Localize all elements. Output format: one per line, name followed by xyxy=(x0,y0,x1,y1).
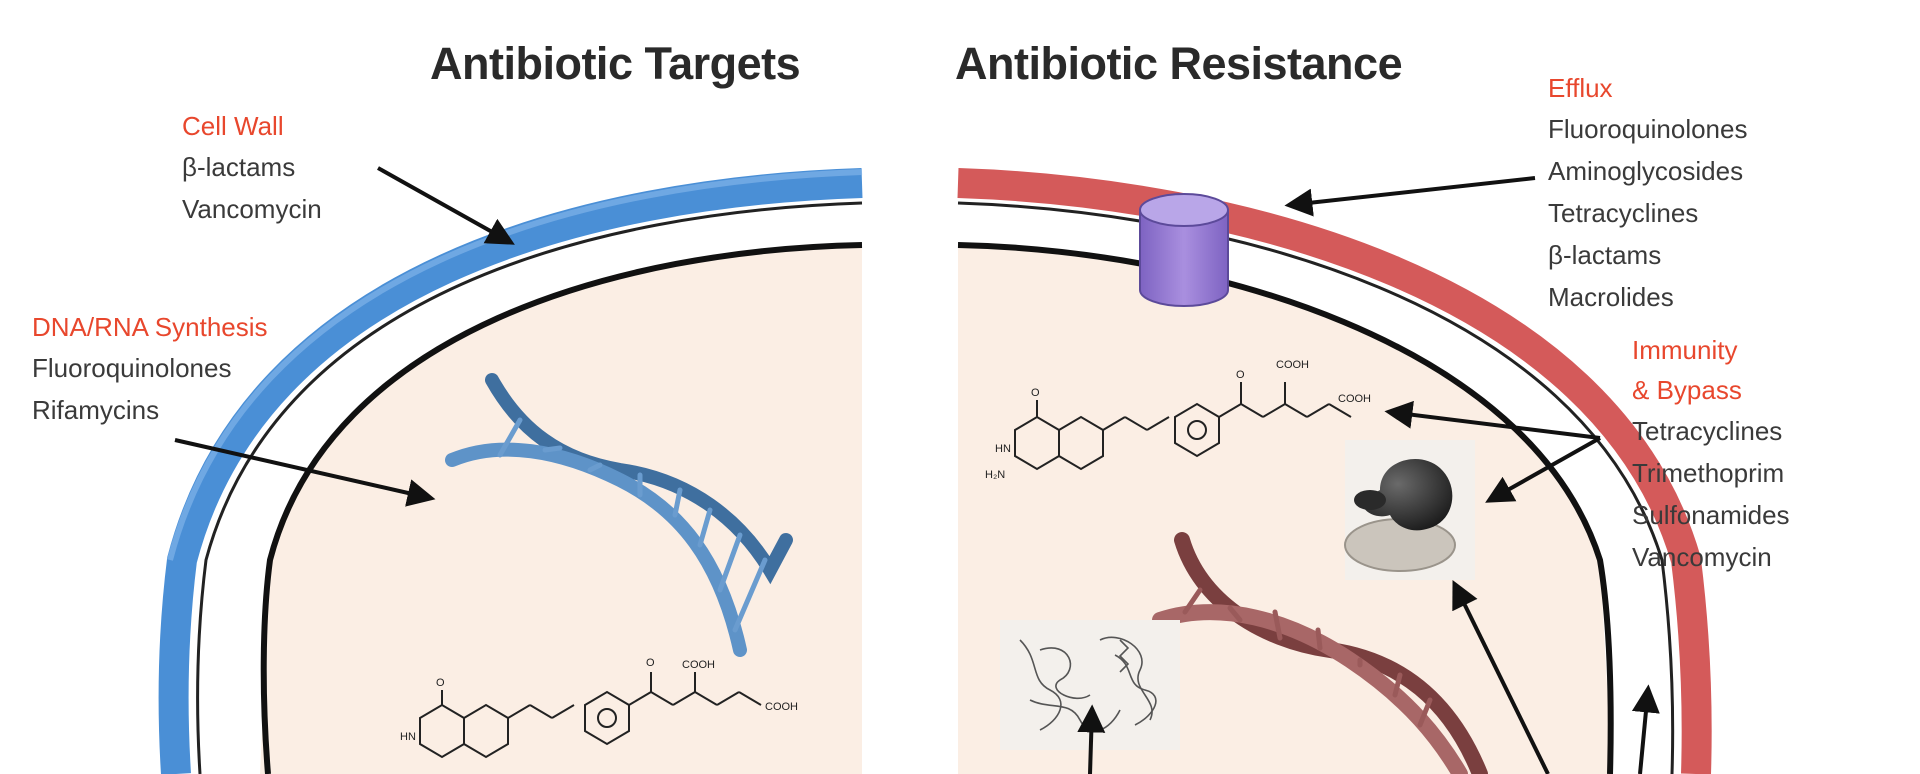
dna-rna-group: DNA/RNA Synthesis Fluoroquinolones Rifam… xyxy=(32,307,268,431)
dna-helix-blue-icon xyxy=(445,373,793,657)
immunity-item: Trimethoprim xyxy=(1632,458,1785,488)
arrow-protein-up xyxy=(1077,704,1106,774)
immunity-item: Sulfonamides xyxy=(1632,500,1790,530)
dna-rna-item: Fluoroquinolones xyxy=(32,353,232,383)
immunity-bypass-group: Immunity & Bypass Tetracyclines Trimetho… xyxy=(1632,330,1790,578)
immunity-item: Tetracyclines xyxy=(1632,416,1783,446)
target-cell xyxy=(158,168,863,774)
hn-label-right: HN xyxy=(995,443,1011,455)
efflux-heading: Efflux xyxy=(1548,73,1613,103)
arrow-immunity-protein xyxy=(1485,436,1601,503)
o-label-left-2: O xyxy=(646,657,655,669)
target-outer-membrane xyxy=(196,201,863,774)
efflux-group: Efflux Fluoroquinolones Aminoglycosides … xyxy=(1548,68,1747,318)
title-antibiotic-targets: Antibiotic Targets xyxy=(430,38,801,89)
cell-wall-heading: Cell Wall xyxy=(182,111,284,141)
arrows xyxy=(174,166,1660,774)
immunity-item: Vancomycin xyxy=(1632,542,1772,572)
cell-wall-group: Cell Wall β-lactams Vancomycin xyxy=(182,106,322,230)
arrow-dna-rna xyxy=(174,438,436,507)
efflux-item: Tetracyclines xyxy=(1548,198,1699,228)
immunity-heading-line1: Immunity xyxy=(1632,335,1738,365)
efflux-item: β-lactams xyxy=(1548,240,1662,270)
title-antibiotic-resistance: Antibiotic Resistance xyxy=(955,38,1403,89)
o-label-right-2: O xyxy=(1236,369,1245,381)
efflux-item: Fluoroquinolones xyxy=(1548,114,1748,144)
cell-wall-item: β-lactams xyxy=(182,152,296,182)
o-label-right: O xyxy=(1031,387,1040,399)
arrow-cell-wall xyxy=(377,166,515,245)
dna-helix-brown-icon xyxy=(1152,532,1488,774)
cooh-label-left-side: COOH xyxy=(765,701,798,713)
target-inner-membrane xyxy=(260,242,863,774)
h2n-label-right: H₂N xyxy=(985,469,1005,481)
o-label-left: O xyxy=(436,677,445,689)
arrow-bottom-to-protein xyxy=(1452,579,1550,774)
cooh-label-left-top: COOH xyxy=(682,659,715,671)
cooh-label-right-top: COOH xyxy=(1276,359,1309,371)
efflux-item: Aminoglycosides xyxy=(1548,156,1744,186)
folate-molecule-right-icon xyxy=(1014,382,1352,471)
immunity-heading-line2: & Bypass xyxy=(1632,375,1742,405)
efflux-item: Macrolides xyxy=(1548,282,1674,312)
dna-rna-heading: DNA/RNA Synthesis xyxy=(32,312,268,342)
cooh-label-right-side: COOH xyxy=(1338,393,1371,405)
arrow-efflux xyxy=(1284,176,1536,217)
target-cytoplasm xyxy=(260,245,862,774)
dna-rna-item: Rifamycins xyxy=(32,395,160,425)
cell-wall-item: Vancomycin xyxy=(182,194,322,224)
hn-label-left: HN xyxy=(400,731,416,743)
immunity-protein-icon xyxy=(1344,440,1475,580)
efflux-pump-icon xyxy=(1139,193,1229,307)
target-cell-wall xyxy=(158,168,863,774)
folate-molecule-left-icon xyxy=(419,672,762,759)
arrow-bottom-wall xyxy=(1631,684,1660,774)
arrow-immunity-molecule xyxy=(1384,400,1601,440)
